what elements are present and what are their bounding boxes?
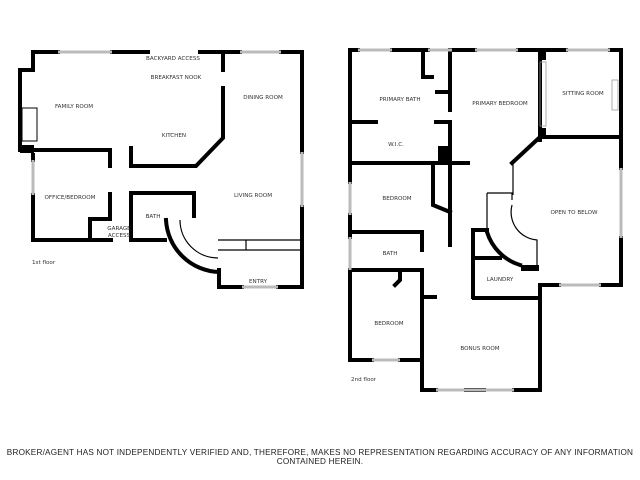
room-label-office-bedroom: OFFICE/BEDROOM bbox=[44, 195, 95, 201]
disclaimer-text: BROKER/AGENT HAS NOT INDEPENDENTLY VERIF… bbox=[6, 448, 634, 466]
room-label-open-to-below: OPEN TO BELOW bbox=[550, 210, 598, 216]
column-block bbox=[438, 146, 450, 164]
floor-label-1st: 1st floor bbox=[32, 260, 56, 266]
room-label-primary-bath: PRIMARY BATH bbox=[379, 97, 420, 103]
fireplace bbox=[21, 107, 38, 142]
room-label-bedroom: BEDROOM bbox=[382, 196, 411, 202]
room-label-garage-access-2: ACCESS bbox=[108, 233, 131, 239]
first-floor-plan: BACKYARD ACCESS BREAKFAST NOOK FAMILY RO… bbox=[18, 50, 304, 289]
room-label-entry: ENTRY bbox=[249, 279, 268, 285]
room-label-family-room: FAMILY ROOM bbox=[55, 104, 93, 110]
room-label-laundry: LAUNDRY bbox=[487, 277, 514, 283]
room-label-kitchen: KITCHEN bbox=[162, 133, 186, 139]
room-label-primary-bedroom: PRIMARY BEDROOM bbox=[472, 101, 528, 107]
room-label-backyard-access: BACKYARD ACCESS bbox=[146, 56, 200, 62]
room-label-sitting-room: SITTING ROOM bbox=[562, 91, 604, 97]
column-block bbox=[521, 265, 539, 271]
room-label-bath: BATH bbox=[146, 214, 161, 220]
room-label-breakfast-nook: BREAKFAST NOOK bbox=[151, 75, 202, 81]
room-label-wic: W.I.C. bbox=[388, 142, 404, 148]
floor-label-2nd: 2nd floor bbox=[351, 377, 377, 383]
second-floor-plan: PRIMARY BATH PRIMARY BEDROOM SITTING ROO… bbox=[348, 48, 623, 392]
room-label-bonus-room: BONUS ROOM bbox=[460, 346, 499, 352]
first-floor-walls bbox=[18, 50, 304, 289]
column-block bbox=[539, 128, 546, 138]
second-floor-staircase bbox=[486, 192, 538, 265]
first-floor-staircase bbox=[179, 219, 302, 259]
stair-outer-wall bbox=[163, 217, 222, 275]
column-block bbox=[539, 50, 546, 60]
room-label-dining-room: DINING ROOM bbox=[243, 95, 283, 101]
second-floor-windows bbox=[348, 48, 623, 392]
fireplace-2nd bbox=[611, 79, 619, 111]
stair-outer-wall-2nd bbox=[484, 229, 523, 268]
room-label-living-room: LIVING ROOM bbox=[234, 193, 272, 199]
first-floor-windows bbox=[31, 50, 304, 289]
room-label-garage-access: GARAGE bbox=[107, 226, 131, 232]
room-label-bath-2nd: BATH bbox=[383, 251, 398, 257]
room-label-bedroom-2: BEDROOM bbox=[374, 321, 403, 327]
